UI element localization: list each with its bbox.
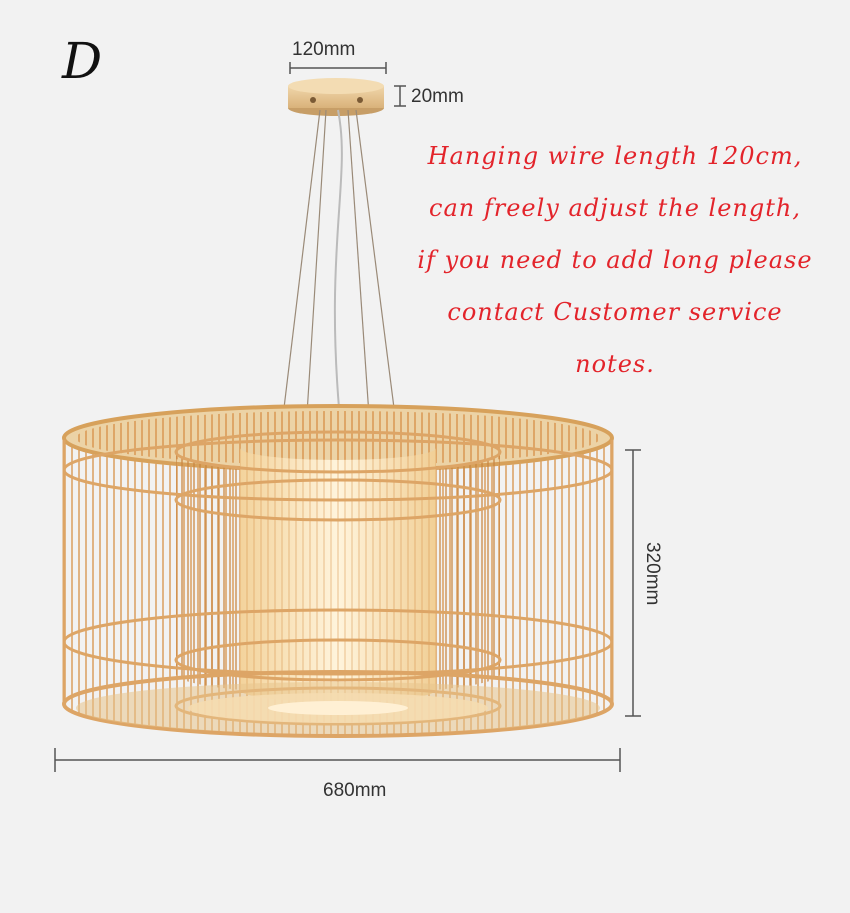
note-line: can freely adjust the length,: [429, 194, 801, 222]
canopy-height-label: 20mm: [411, 86, 464, 107]
hanging-wires: [283, 109, 395, 441]
lamp-height-label: 320mm: [642, 542, 663, 606]
canopy-width-label: 120mm: [292, 39, 356, 60]
ceiling-canopy: [288, 78, 384, 116]
variant-label: D: [62, 32, 103, 90]
note-line: if you need to add long please: [417, 246, 813, 274]
bamboo-cage: [62, 404, 614, 738]
note-line: Hanging wire length 120cm,: [427, 142, 803, 170]
note-line: contact Customer service: [447, 298, 783, 326]
lamp-width-label: 680mm: [323, 780, 387, 801]
wire-length-note: Hanging wire length 120cm, can freely ad…: [380, 130, 850, 390]
dimension-lines: [54, 62, 641, 772]
note-line: notes.: [575, 350, 655, 378]
